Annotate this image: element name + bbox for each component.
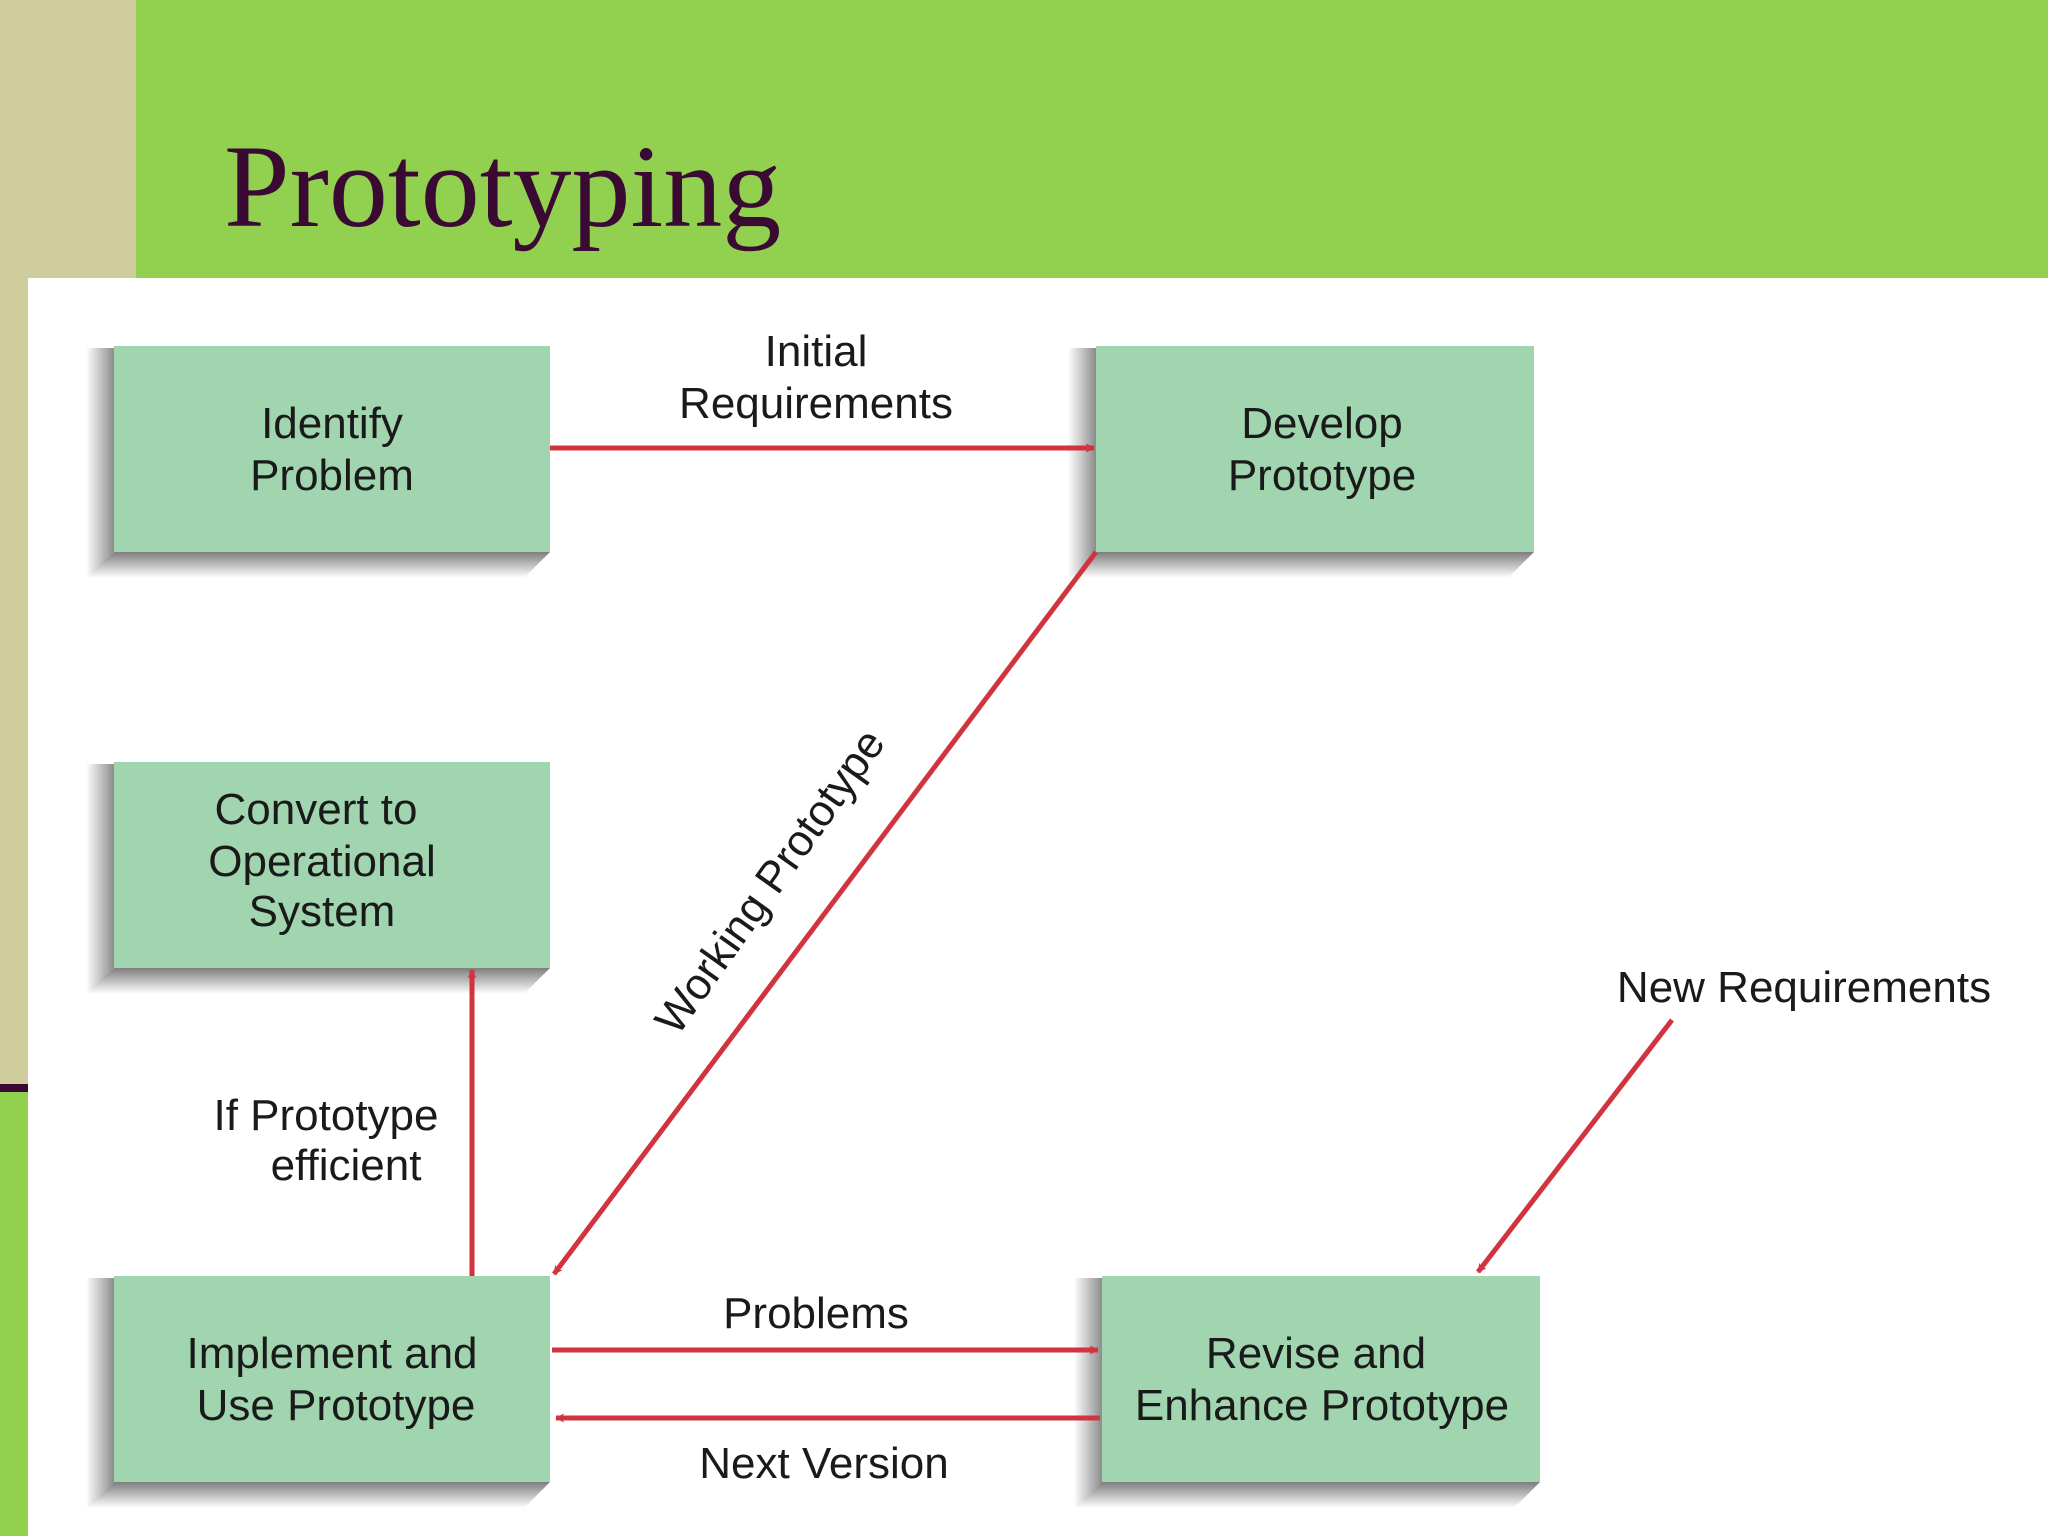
arrow-new-requirements xyxy=(1476,1018,1674,1274)
revise-line2: Enhance Prototype xyxy=(1135,1381,1509,1430)
label-efficient: efficient xyxy=(271,1141,422,1190)
develop-prototype-line1: Develop xyxy=(1241,399,1402,448)
box-shadow-bottom xyxy=(86,1482,550,1508)
node-implement-use: Implement and Use Prototype xyxy=(86,1276,550,1508)
box-convert-operational xyxy=(114,762,550,968)
node-develop-prototype: Develop Prototype xyxy=(1068,346,1534,578)
identify-problem-line2: Problem xyxy=(250,451,414,500)
convert-line3: System xyxy=(249,887,396,936)
left-green-band xyxy=(0,1092,28,1536)
box-shadow-side xyxy=(1074,1278,1102,1508)
node-revise-enhance: Revise and Enhance Prototype xyxy=(1074,1276,1540,1508)
box-shadow-bottom xyxy=(1074,1482,1540,1508)
implement-line2: Use Prototype xyxy=(197,1381,476,1430)
box-shadow-bottom xyxy=(86,552,550,578)
implement-line1: Implement and xyxy=(186,1329,477,1378)
convert-line1: Convert to xyxy=(215,785,418,834)
label-problems: Problems xyxy=(723,1289,909,1338)
box-shadow-side xyxy=(1068,348,1096,578)
revise-line1: Revise and xyxy=(1206,1329,1426,1378)
label-new-requirements: New Requirements xyxy=(1617,963,1991,1012)
label-if-prototype: If Prototype xyxy=(213,1091,438,1140)
convert-line2: Operational xyxy=(208,837,435,886)
arrow-working-prototype xyxy=(552,550,1098,1276)
label-working-prototype: Working Prototype xyxy=(646,720,895,1043)
left-accent-line xyxy=(0,1084,30,1092)
label-next-version: Next Version xyxy=(699,1439,948,1488)
node-identify-problem: Identify Problem xyxy=(86,346,550,578)
box-revise-enhance xyxy=(1102,1276,1540,1482)
box-implement-use xyxy=(114,1276,550,1482)
box-shadow-side xyxy=(86,348,114,578)
box-shadow-bottom xyxy=(1068,552,1534,578)
label-initial: Initial xyxy=(765,327,868,376)
box-shadow-side xyxy=(86,1278,114,1508)
slide-title: Prototyping xyxy=(224,121,782,252)
box-develop-prototype xyxy=(1096,346,1534,552)
top-green-band xyxy=(0,0,2048,278)
label-requirements: Requirements xyxy=(679,379,953,428)
box-shadow-side xyxy=(86,764,114,994)
box-shadow-bottom xyxy=(86,968,550,994)
node-convert-operational: Convert to Operational System xyxy=(86,762,550,994)
develop-prototype-line2: Prototype xyxy=(1228,451,1416,500)
identify-problem-line1: Identify xyxy=(261,399,403,448)
box-identify-problem xyxy=(114,346,550,552)
